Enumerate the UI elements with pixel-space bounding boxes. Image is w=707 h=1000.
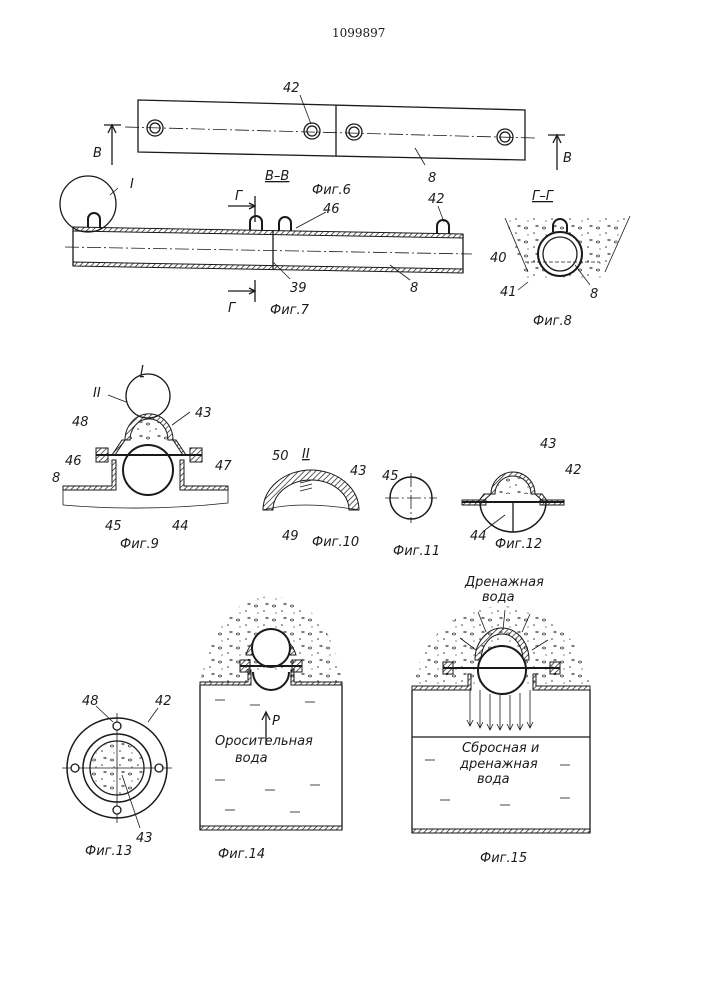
fig6-caption: Фиг.6 bbox=[312, 183, 351, 198]
label-48: 48 bbox=[72, 415, 89, 430]
fig15-drainage-mode: Дренажная вода Сбросная и дренажная вода… bbox=[412, 575, 590, 866]
irrigation-water-label-1: Оросительная bbox=[215, 734, 313, 749]
label-8: 8 bbox=[52, 471, 60, 486]
label-42: 42 bbox=[283, 81, 300, 96]
cut-mark-top: Г bbox=[235, 189, 244, 204]
fig15-caption: Фиг.15 bbox=[480, 851, 527, 866]
fig11-caption: Фиг.11 bbox=[393, 544, 440, 559]
label-47: 47 bbox=[215, 459, 232, 474]
label-8: 8 bbox=[590, 287, 598, 302]
label-41: 41 bbox=[500, 285, 517, 300]
label-43: 43 bbox=[136, 831, 153, 846]
fig7-caption: Фиг.7 bbox=[270, 303, 310, 318]
fig9-detail-I: I II 48 43 46 8 47 45 44 Фиг.9 bbox=[52, 364, 232, 552]
label-49: 49 bbox=[282, 529, 299, 544]
fig7-section-view: В–В I Г Г 46 42 39 8 Фиг.7 bbox=[60, 169, 472, 318]
label-43: 43 bbox=[540, 437, 557, 452]
irrigation-water-label-2: вода bbox=[235, 751, 268, 766]
fig12-caption: Фиг.12 bbox=[495, 537, 542, 552]
fig9-caption: Фиг.9 bbox=[120, 537, 159, 552]
section-mark-right: В bbox=[563, 151, 572, 166]
fig12-fitting: 43 42 44 Фиг.12 bbox=[462, 437, 582, 552]
label-42: 42 bbox=[155, 694, 172, 709]
label-8: 8 bbox=[428, 171, 436, 186]
label-40: 40 bbox=[490, 251, 507, 266]
pressure-label: P bbox=[272, 714, 280, 729]
fig11-plug: 45 Фиг.11 bbox=[382, 469, 440, 559]
label-46: 46 bbox=[65, 454, 82, 469]
label-43: 43 bbox=[350, 464, 367, 479]
fig8-cross-section: Г–Г 40 41 8 Фиг.8 bbox=[490, 189, 630, 329]
fig10-title: II bbox=[302, 447, 310, 462]
fig8-caption: Фиг.8 bbox=[533, 314, 572, 329]
document-number: 1099897 bbox=[332, 26, 385, 40]
label-42: 42 bbox=[565, 463, 582, 478]
detail-mark-I: I bbox=[130, 177, 134, 192]
waste-water-label-2: дренажная bbox=[459, 757, 538, 772]
waste-water-label-3: вода bbox=[477, 772, 510, 787]
label-50: 50 bbox=[272, 449, 289, 464]
label-46: 46 bbox=[323, 202, 340, 217]
fig10-caption: Фиг.10 bbox=[312, 535, 359, 550]
label-44: 44 bbox=[172, 519, 189, 534]
drainage-water-label-1: Дренажная bbox=[464, 575, 544, 590]
fig13-caption: Фиг.13 bbox=[85, 844, 132, 859]
fig13-top-view: 48 42 43 Фиг.13 bbox=[62, 694, 172, 859]
fig14-irrigation-mode: P Оросительная вода Фиг.14 bbox=[200, 596, 342, 862]
section-mark-left: В bbox=[93, 146, 102, 161]
detail-mark-II: II bbox=[93, 386, 101, 401]
fig14-caption: Фиг.14 bbox=[218, 847, 265, 862]
label-39: 39 bbox=[290, 281, 307, 296]
cut-mark-bottom: Г bbox=[228, 301, 237, 316]
fig10-detail-II: II 50 43 49 Фиг.10 bbox=[263, 447, 367, 550]
label-45: 45 bbox=[382, 469, 399, 484]
waste-water-label-1: Сбросная и bbox=[462, 741, 539, 756]
fig9-title: I bbox=[140, 364, 144, 379]
label-42: 42 bbox=[428, 192, 445, 207]
label-8: 8 bbox=[410, 281, 418, 296]
fig7-title: В–В bbox=[265, 169, 289, 184]
label-43: 43 bbox=[195, 406, 212, 421]
fig8-title: Г–Г bbox=[532, 189, 555, 204]
fig6-plan-view: 42 8 В В Фиг.6 bbox=[93, 81, 572, 198]
label-44: 44 bbox=[470, 529, 487, 544]
label-45: 45 bbox=[105, 519, 122, 534]
drainage-water-label-2: вода bbox=[482, 590, 515, 605]
label-48: 48 bbox=[82, 694, 99, 709]
